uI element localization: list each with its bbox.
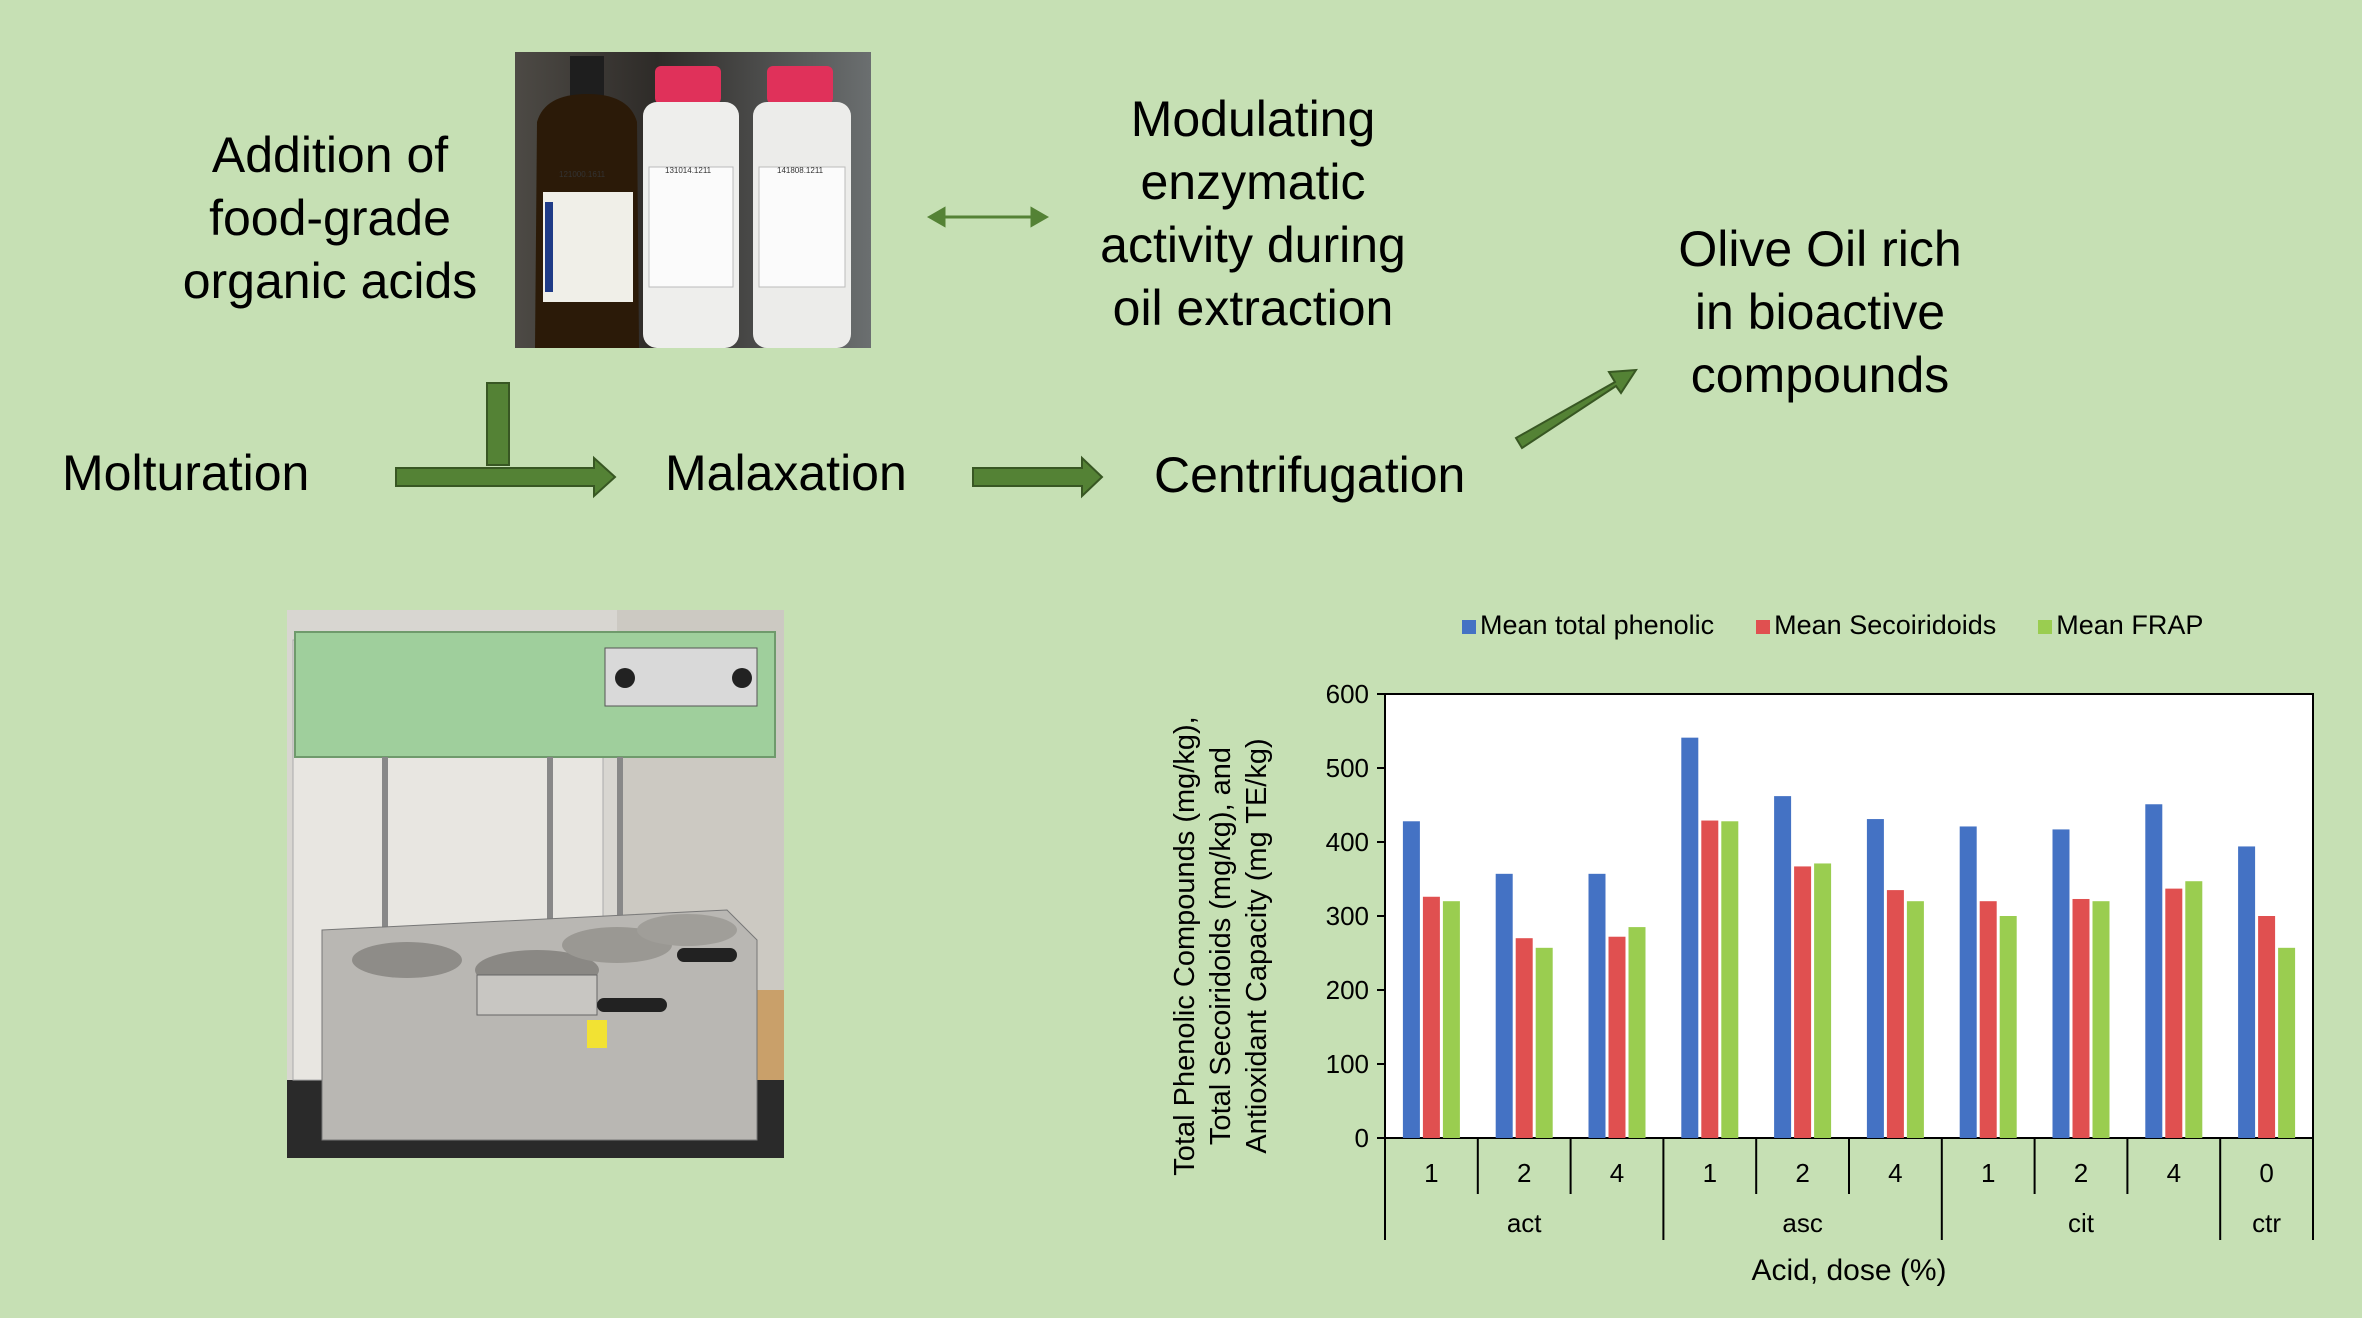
x-group-label: act (1507, 1208, 1542, 1238)
bar (2278, 947, 2296, 1138)
y-tick-label: 0 (1355, 1123, 1369, 1153)
bar (1588, 873, 1606, 1138)
x-group-label: cit (2068, 1208, 2095, 1238)
bottle-label-2: 131014.1211 (665, 166, 712, 175)
olive-oil-rich-text: Olive Oil rich in bioactive compounds (1678, 221, 1962, 403)
bar (1442, 901, 1460, 1138)
bar (1959, 826, 1977, 1138)
step-molturation: Molturation (62, 445, 310, 501)
x-dose-label: 2 (1795, 1158, 1809, 1188)
bar (2165, 888, 2183, 1138)
y-tick-label: 200 (1326, 975, 1369, 1005)
bar (2052, 829, 2070, 1138)
bar (1515, 938, 1533, 1138)
x-dose-label: 0 (2259, 1158, 2273, 1188)
x-dose-label: 1 (1981, 1158, 1995, 1188)
step-centrifugation: Centrifugation (1154, 447, 1466, 503)
x-dose-label: 2 (2074, 1158, 2088, 1188)
x-dose-label: 4 (1888, 1158, 1902, 1188)
bottle-label-1: 121000.1611 (559, 170, 606, 179)
y-tick-label: 300 (1326, 901, 1369, 931)
legend-item-total-phenolic: Mean total phenolic (1462, 610, 1714, 641)
arrow-to-olive-oil (1514, 368, 1638, 450)
modulating-enzymatic-activity-text: Modulating enzymatic activity during oil… (1100, 91, 1406, 336)
x-dose-label: 1 (1703, 1158, 1717, 1188)
x-dose-label: 4 (2167, 1158, 2181, 1188)
y-tick-label: 100 (1326, 1049, 1369, 1079)
acid-addition-connector (486, 382, 510, 466)
acid-bottles-photo: 121000.1611 131014.1211 141808.1211 (515, 52, 871, 348)
bar (1999, 916, 2017, 1138)
bar (1906, 901, 1924, 1138)
bar (1794, 866, 1812, 1138)
bar (2185, 881, 2203, 1138)
x-axis-label: Acid, dose (%) (1751, 1254, 1946, 1287)
legend-swatch-secoiridoids (1756, 619, 1771, 634)
bar (1608, 936, 1626, 1138)
arrow-malaxation-to-centrifugation (972, 455, 1104, 499)
bar (2092, 901, 2110, 1138)
bar (1422, 896, 1440, 1138)
y-axis-label-line: Total Phenolic Compounds (mg/kg), (1169, 716, 1201, 1175)
bar (1402, 821, 1420, 1138)
legend-swatch-frap (2038, 619, 2053, 634)
legend-label-total-phenolic: Mean total phenolic (1480, 610, 1715, 640)
bar (1814, 863, 1832, 1138)
bar (1681, 737, 1699, 1138)
y-tick-label: 500 (1326, 753, 1369, 783)
bar (1721, 821, 1739, 1138)
x-group-label: ctr (2252, 1208, 2281, 1238)
legend-label-frap: Mean FRAP (2056, 610, 2204, 640)
arrow-molturation-to-malaxation (395, 455, 617, 499)
legend-item-secoiridoids: Mean Secoiridoids (1756, 610, 1996, 641)
bar (1979, 901, 1997, 1138)
bar (1495, 873, 1513, 1138)
y-tick-label: 600 (1326, 679, 1369, 709)
x-group-label: asc (1782, 1208, 1822, 1238)
bar (1774, 796, 1792, 1138)
y-tick-label: 400 (1326, 827, 1369, 857)
x-dose-label: 4 (1610, 1158, 1624, 1188)
y-axis-label-line: Total Secoiridoids (mg/kg), and (1205, 747, 1237, 1145)
chart-legend: Mean total phenolic Mean Secoiridoids Me… (1462, 610, 2203, 641)
legend-swatch-total-phenolic (1462, 619, 1476, 634)
bar (2072, 898, 2090, 1138)
bar (1886, 890, 1904, 1138)
y-axis-label: Total Phenolic Compounds (mg/kg),Total S… (1169, 716, 1273, 1175)
step-malaxation: Malaxation (665, 445, 907, 501)
bar (1535, 947, 1553, 1138)
legend-item-frap: Mean FRAP (2038, 610, 2203, 641)
bottle-label-3: 141808.1211 (777, 166, 824, 175)
bar (1866, 819, 1884, 1138)
bar (1628, 927, 1646, 1138)
addition-of-acids-text: Addition of food-grade organic acids (182, 127, 478, 309)
bar (1701, 820, 1719, 1138)
legend-label-secoiridoids: Mean Secoiridoids (1774, 610, 1997, 640)
bar (2258, 916, 2276, 1138)
bar (2238, 846, 2256, 1138)
x-dose-label: 1 (1424, 1158, 1438, 1188)
y-axis-label-line: Antioxidant Capacity (mg TE/kg) (1241, 738, 1273, 1153)
x-dose-label: 2 (1517, 1158, 1531, 1188)
malaxer-photo (287, 610, 784, 1158)
bar (2145, 804, 2163, 1138)
double-arrow (926, 206, 1050, 228)
